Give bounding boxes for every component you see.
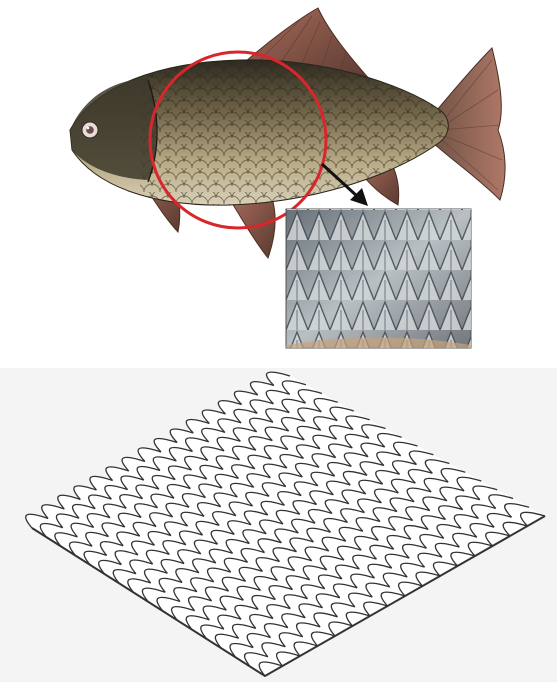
fish-photo-panel bbox=[0, 0, 557, 360]
scale-closeup-inset bbox=[286, 209, 471, 348]
scale-pattern-diagram bbox=[0, 368, 557, 682]
fish-illustration bbox=[0, 0, 557, 360]
scale-grid bbox=[26, 372, 545, 676]
scale-pattern-panel bbox=[0, 368, 557, 682]
